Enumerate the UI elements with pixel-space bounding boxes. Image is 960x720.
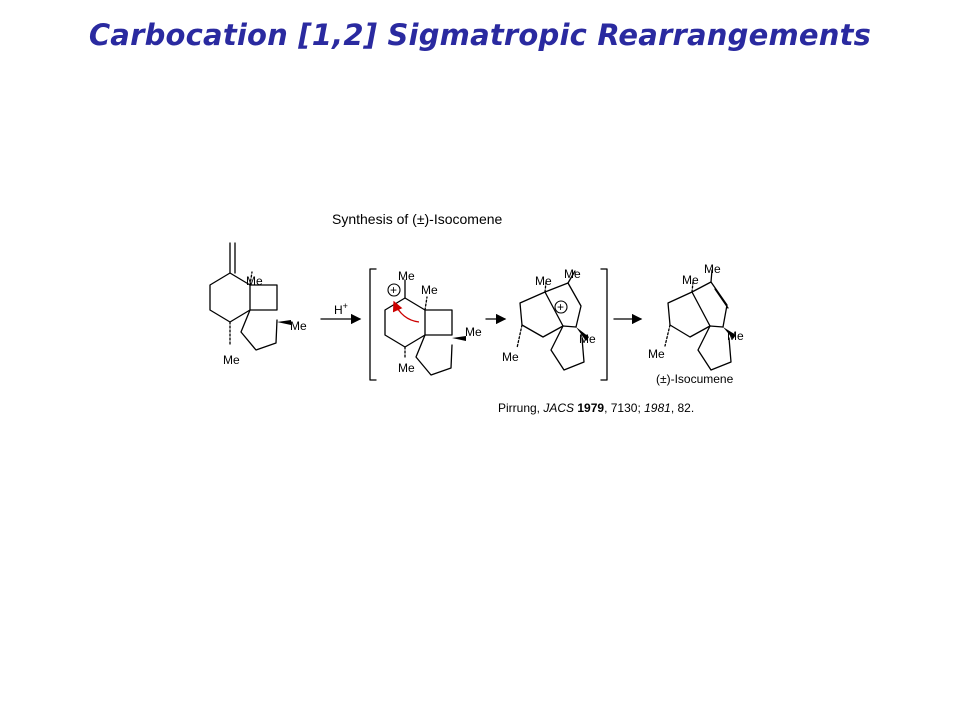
me-label-3c: Me [579,332,596,346]
me-label-2c: Me [465,325,482,339]
cation-intermediate-1: + Me Me Me Me [384,269,482,376]
slide-title: Carbocation [1,2] Sigmatropic Rearrangem… [88,18,872,52]
cation-intermediate-2: + Me Me Me Me [502,267,596,371]
bracket-right [600,268,608,381]
me-label-4c: Me [727,329,744,343]
me-label-4a: Me [682,273,699,287]
scheme-heading: Synthesis of (±)-Isocomene [332,211,503,227]
product-label: (±)-Isocumene [656,372,734,386]
svg-text:+: + [390,283,397,297]
me-label-3a: Me [535,274,552,288]
starting-material: Me Me Me [209,242,307,367]
product-isocomene: Me Me Me Me [648,262,744,371]
me-label-1a: Me [246,274,263,288]
me-label-3b: Me [564,267,581,281]
carbocation-symbol-2 [554,300,568,314]
svg-text:+: + [557,300,564,314]
reagent-label: H+ [334,301,348,317]
bracket-left [369,268,377,381]
me-label-2d: Me [398,361,415,375]
me-label-4b: Me [704,262,721,276]
me-label-1c: Me [223,353,240,367]
methyl-shift-arrow [392,300,420,323]
me-label-4d: Me [648,347,665,361]
me-label-3d: Me [502,350,519,364]
me-label-1b: Me [290,319,307,333]
carbocation-symbol-1 [387,283,401,297]
citation: Pirrung, JACS 1979, 7130; 1981, 82. [498,401,694,415]
me-label-2b: Me [421,283,438,297]
me-label-2a: Me [398,269,415,283]
